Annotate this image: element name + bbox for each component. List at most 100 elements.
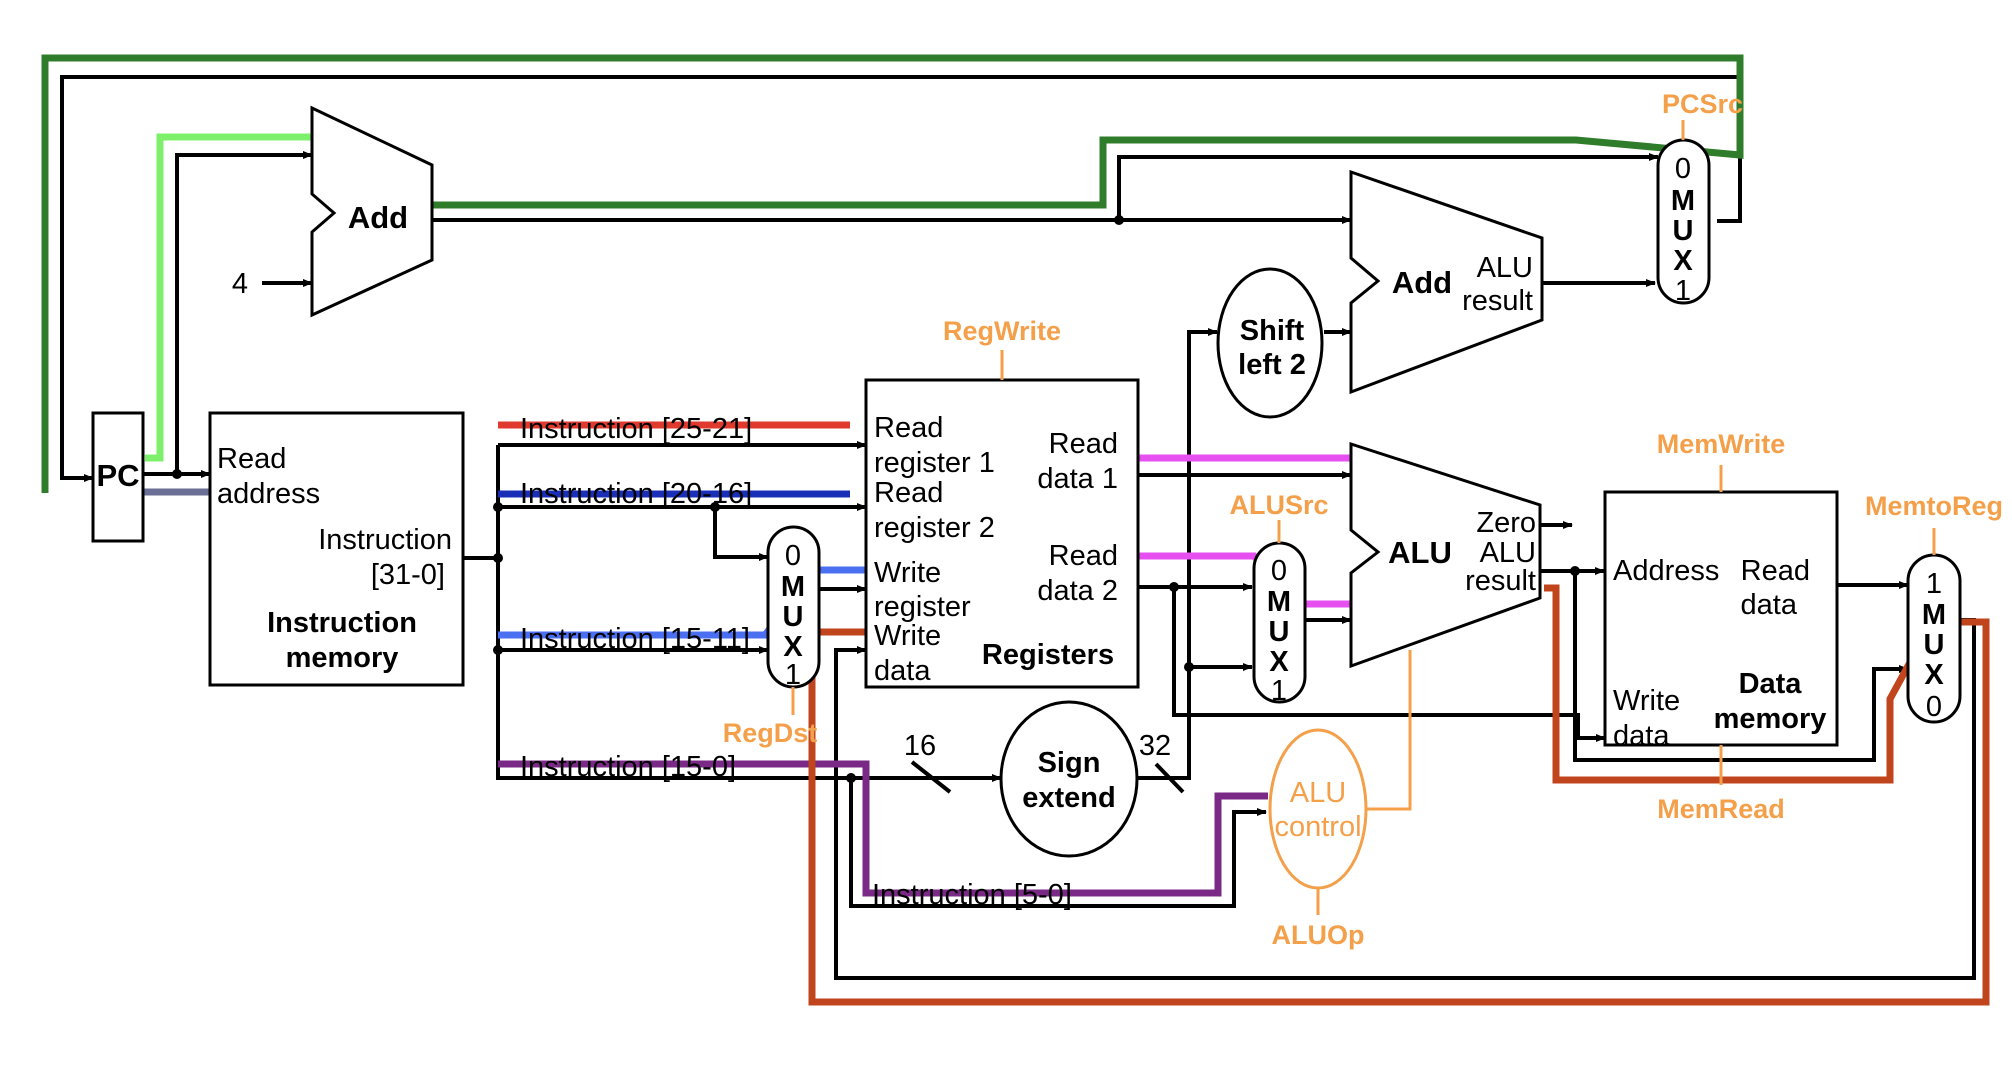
reg-rr1-b: register 1 [874, 447, 995, 479]
field-5-0: Instruction [5-0] [872, 879, 1072, 911]
mux-regdst-m: M [781, 571, 805, 603]
ctrl-memtoreg: MemtoReg [1865, 491, 2003, 521]
reg-wr-b: register [874, 591, 971, 623]
reg-rd2-b: data 2 [1037, 575, 1118, 607]
wire-pc-next [60, 75, 1742, 482]
mux-alusrc-x: X [1269, 646, 1289, 678]
data-memory [1603, 490, 1839, 747]
mux-alusrc: 0 M U X 1 [1252, 541, 1307, 707]
pc-adder-label: Add [348, 200, 408, 235]
branch-adder-res-2: result [1462, 285, 1533, 317]
imem-instruction-label: Instruction [318, 524, 452, 556]
mux-pcsrc-u: U [1673, 215, 1694, 247]
alu-control [1268, 728, 1368, 890]
field-15-0: Instruction [15-0] [520, 751, 736, 783]
reg-wd-b: data [874, 655, 931, 687]
wire-pcplus4-mux [1117, 153, 1659, 220]
imem-read-label: Read [217, 443, 286, 475]
ctrl-aluop: ALUOp [1272, 920, 1365, 950]
mux-pcsrc-m: M [1671, 185, 1695, 217]
imem-bits-label: [31-0] [371, 559, 445, 591]
reg-rr1-a: Read [874, 412, 943, 444]
mux-pcsrc-bottom: 1 [1675, 275, 1691, 307]
wire-rt-mux [713, 507, 769, 561]
ctrl-alusrc: ALUSrc [1229, 490, 1328, 520]
alu-label: ALU [1388, 535, 1452, 570]
alu-res-1: ALU [1480, 537, 1536, 569]
shift-label-2: left 2 [1238, 349, 1306, 381]
mux-regdst-top: 0 [785, 540, 801, 572]
ctrl-regwrite: RegWrite [943, 316, 1061, 346]
const-four: 4 [232, 268, 248, 300]
imem-title-1: Instruction [267, 607, 417, 639]
wire-funct [849, 778, 1267, 908]
mux-memtoreg-m: M [1922, 599, 1946, 631]
mux-pcsrc: 0 M U X 1 [1656, 138, 1711, 307]
field-20-16: Instruction [20-16] [520, 478, 752, 510]
mux-memtoreg-bottom: 0 [1926, 691, 1942, 723]
mux-pcsrc-top: 0 [1675, 153, 1691, 185]
width-slash-32 [1154, 762, 1185, 794]
mux-regdst: 0 M U X 1 [766, 525, 821, 691]
field-25-21: Instruction [25-21] [520, 413, 752, 445]
mux-pcsrc-x: X [1673, 245, 1693, 277]
dmem-address-label: Address [1613, 555, 1719, 587]
path-pc-plus4 [145, 133, 312, 462]
pc-adder [310, 105, 434, 318]
ctrl-regdst: RegDst [723, 718, 818, 748]
reg-rd1-a: Read [1049, 428, 1118, 460]
width-slash-16 [910, 760, 952, 794]
mux-alusrc-m: M [1267, 586, 1291, 618]
mux-memtoreg: 1 M U X 0 [1906, 553, 1962, 724]
register-file [864, 378, 1140, 689]
mux-alusrc-top: 0 [1271, 555, 1287, 587]
mux-memtoreg-top: 1 [1926, 568, 1942, 600]
reg-wd-a: Write [874, 620, 941, 652]
ctrl-memwrite: MemWrite [1657, 429, 1786, 459]
mux-memtoreg-u: U [1924, 629, 1945, 661]
mux-alusrc-bottom: 1 [1271, 675, 1287, 707]
sign-extend [999, 700, 1139, 858]
dmem-read-b: data [1741, 589, 1798, 621]
shift-left-2 [1216, 267, 1324, 419]
alu-zero-label: Zero [1476, 507, 1536, 539]
mux-regdst-x: X [783, 631, 803, 663]
path-read-data2 [1138, 552, 1351, 608]
shift-label-1: Shift [1240, 315, 1305, 347]
width-32-label: 32 [1139, 730, 1171, 762]
branch-adder-label: Add [1392, 265, 1452, 300]
pc-register [91, 411, 145, 543]
dmem-title-1: Data [1739, 668, 1803, 700]
pc-label: PC [96, 458, 139, 493]
ctrl-pcsrc: PCSrc [1662, 89, 1743, 119]
wire-rd2-mem [1172, 587, 1606, 742]
instruction-memory [208, 411, 465, 687]
ctrl-memread: MemRead [1657, 794, 1785, 824]
dmem-title-2: memory [1714, 703, 1827, 735]
dmem-write-a: Write [1613, 685, 1680, 717]
dmem-read-a: Read [1741, 555, 1810, 587]
branch-adder [1349, 169, 1544, 395]
reg-title: Registers [982, 639, 1114, 671]
imem-title-2: memory [286, 642, 399, 674]
control-wires [791, 120, 1936, 915]
wire-pc-add [175, 151, 313, 474]
alu [1349, 441, 1542, 669]
alu-control-label-1: ALU [1290, 777, 1346, 809]
black-wires [60, 75, 1976, 980]
branch-adder-res-1: ALU [1477, 252, 1533, 284]
mux-regdst-bottom: 1 [785, 659, 801, 691]
sign-extend-label-2: extend [1022, 782, 1115, 814]
mux-regdst-u: U [783, 601, 804, 633]
path-pc-branch [41, 54, 1744, 493]
mux-memtoreg-x: X [1924, 659, 1944, 691]
reg-wr-a: Write [874, 557, 941, 589]
reg-rr2-a: Read [874, 477, 943, 509]
junctions [172, 215, 1580, 783]
sign-extend-label-1: Sign [1038, 747, 1101, 779]
imem-address-label: address [217, 478, 320, 510]
reg-rr2-b: register 2 [874, 512, 995, 544]
mux-alusrc-u: U [1269, 616, 1290, 648]
